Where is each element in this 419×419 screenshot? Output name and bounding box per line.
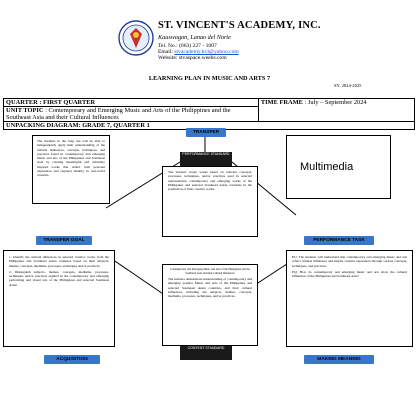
transfer-goal-label: TRANSFER GOAL (36, 236, 92, 245)
email-link[interactable]: stvacademy.kvl@yahoo.com (174, 49, 239, 55)
school-year: SY. 2024-2025 (334, 83, 362, 88)
making-meaning-label: MAKING MEANING (304, 355, 374, 364)
transfer-label: TRANSFER (186, 128, 226, 137)
acquisition-label: ACQUISITION (44, 355, 100, 364)
transfer-goal-item-2: 2. Distinguish subjects, themes, concept… (9, 269, 109, 287)
school-address: Kauswagan, Lanao del Norte (158, 34, 231, 41)
email-label: Email: (158, 49, 173, 55)
info-table: QUARTER : FIRST QUARTER TIME FRAME : Jul… (3, 98, 416, 130)
performance-task-label: PERFORMANCE TASK (304, 236, 374, 245)
time-frame-cell: TIME FRAME : July – September 2024 (257, 98, 416, 122)
content-standard-box: Contemporary and Emerging Music and Arts… (162, 264, 258, 346)
unit-topic-label: UNIT TOPIC (6, 107, 44, 114)
transfer-statement-box: The students in the long run will be abl… (32, 135, 110, 204)
school-email: Email: stvacademy.kvl@yahoo.com (158, 49, 239, 55)
eu-eq-box: EU: The students will understand that co… (286, 250, 413, 347)
essential-question: EQ: How do contemporary and emerging mus… (292, 269, 407, 279)
transfer-goal-box: 1. Identify the cultural influences in s… (3, 250, 115, 347)
enduring-understanding: EU: The students will understand that co… (292, 255, 407, 268)
performance-standard-box: The learners create works based on relev… (162, 166, 258, 237)
plan-title: LEARNING PLAN IN MUSIC AND ARTS 7 (148, 75, 271, 82)
school-name: ST. VINCENT'S ACADEMY, INC. (158, 20, 321, 31)
school-tel: Tel. No.: (063) 227 - 1007 (158, 43, 217, 49)
content-title: Contemporary and Emerging Music and Arts… (170, 268, 250, 275)
time-frame-value: : July – September 2024 (302, 99, 367, 106)
multimedia-box (286, 135, 391, 199)
content-text: The learners demonstrate understanding o… (168, 277, 252, 299)
school-website: Website: stvaspace.weebs.com (158, 55, 227, 61)
school-seal-logo (118, 20, 154, 56)
transfer-goal-item-1: 1. Identify the cultural influences in s… (9, 255, 109, 268)
content-standard-label: CONTENT STANDARD (180, 346, 232, 360)
performance-standard-label: PERFORMANCE STANDARD (180, 152, 232, 166)
unit-topic-value: : Contemporary and Emerging Music and Ar… (6, 107, 231, 121)
multimedia-label: Multimedia (300, 161, 354, 173)
time-frame-label: TIME FRAME (260, 99, 303, 106)
